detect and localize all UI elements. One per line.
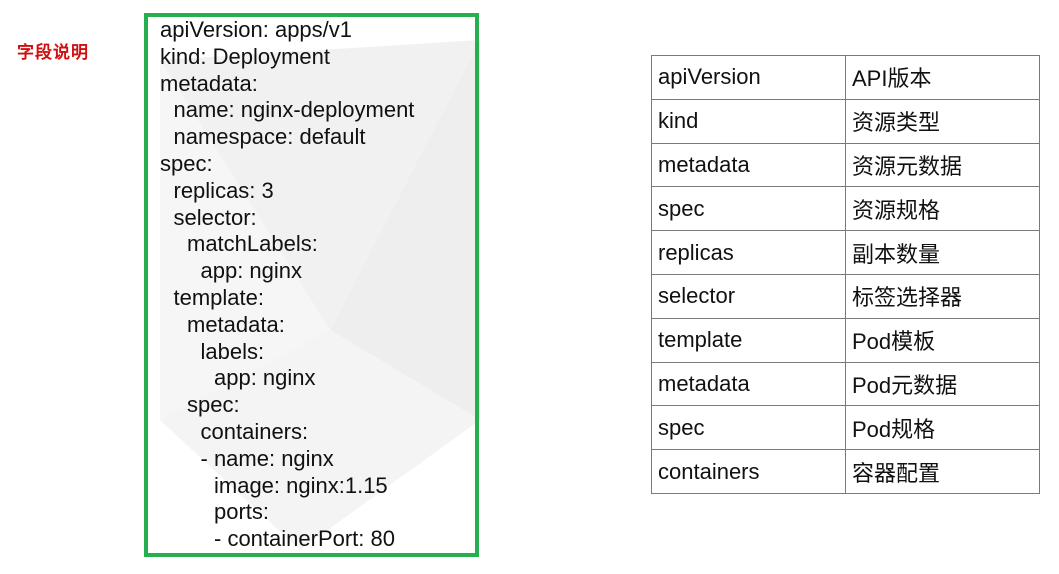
- yaml-line: metadata:: [160, 70, 258, 96]
- yaml-line: labels:: [200, 338, 265, 364]
- yaml-line: template:: [173, 284, 265, 310]
- field-desc-cell: 副本数量: [845, 230, 1040, 275]
- yaml-line: kind: Deployment: [160, 43, 330, 69]
- yaml-line: selector:: [173, 204, 257, 230]
- field-name-cell: apiVersion: [651, 55, 846, 100]
- yaml-line: name: nginx-deployment: [173, 97, 415, 123]
- yaml-line: ports:: [214, 499, 270, 525]
- yaml-line: - name: nginx: [200, 445, 334, 471]
- yaml-line: app: nginx: [214, 365, 316, 391]
- field-name-cell: metadata: [651, 142, 846, 188]
- field-desc-cell: 标签选择器: [845, 273, 1040, 319]
- field-name-cell: kind: [651, 98, 846, 144]
- field-name-cell: selector: [651, 273, 846, 319]
- field-desc-cell: Pod规格: [845, 405, 1040, 451]
- yaml-line: containers:: [200, 418, 309, 444]
- field-name-cell: replicas: [651, 230, 846, 275]
- yaml-line: apiVersion: apps/v1: [160, 17, 353, 42]
- field-name-cell: template: [651, 317, 846, 363]
- field-name-cell: spec: [651, 405, 846, 451]
- field-desc-cell: Pod模板: [845, 317, 1040, 363]
- yaml-line: metadata:: [187, 311, 285, 337]
- field-desc-cell: 资源元数据: [845, 142, 1040, 188]
- field-name-cell: spec: [651, 186, 846, 232]
- field-name-cell: metadata: [651, 361, 846, 407]
- yaml-line: image: nginx:1.15: [214, 472, 388, 498]
- yaml-line: app: nginx: [200, 258, 303, 284]
- field-desc-cell: 资源规格: [845, 186, 1040, 232]
- field-desc-cell: Pod元数据: [845, 361, 1040, 407]
- field-name-cell: containers: [651, 449, 846, 494]
- yaml-line: spec:: [160, 150, 213, 176]
- yaml-line: matchLabels:: [187, 231, 318, 257]
- field-desc-cell: API版本: [845, 55, 1040, 100]
- yaml-line: replicas: 3: [173, 177, 274, 203]
- yaml-line: namespace: default: [173, 124, 366, 150]
- yaml-line: spec:: [187, 392, 240, 418]
- yaml-line: - containerPort: 80: [214, 526, 395, 552]
- field-desc-cell: 容器配置: [845, 449, 1040, 494]
- field-desc-cell: 资源类型: [845, 98, 1040, 144]
- section-title: 字段说明: [17, 43, 89, 63]
